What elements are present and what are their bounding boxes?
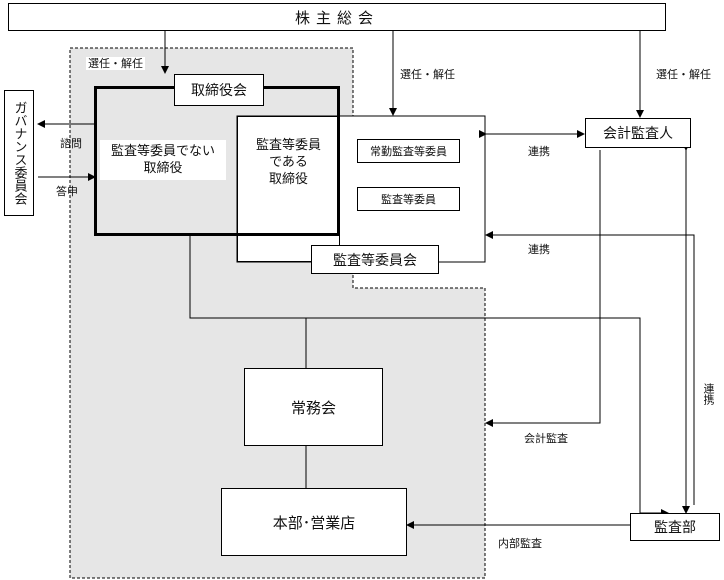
elect-dismiss-label-auditor: 選任・解任: [656, 68, 711, 81]
shareholders-meeting-box: 株主総会: [8, 3, 666, 31]
audit-directors-box: 監査等委員 である 取締役: [237, 116, 340, 262]
accounting-auditor-box: 会計監査人: [585, 118, 691, 148]
report-label: 答申: [56, 185, 78, 198]
elect-dismiss-label-board: 選任・解任: [86, 57, 145, 70]
governance-committee-box: ガバナンス委員会: [4, 90, 34, 216]
fulltime-audit-member-box: 常勤監査等委員: [357, 139, 460, 163]
audit-committee-box: 監査等委員会: [311, 245, 439, 274]
audit-department-box: 監査部: [630, 513, 720, 541]
accounting-auditor-label: 会計監査人: [603, 126, 673, 142]
non-audit-directors-label: 監査等委員でない 取締役: [110, 144, 215, 176]
governance-committee-label: ガバナンス委員会: [11, 101, 27, 205]
cooperation-label-3: 連携: [702, 383, 715, 405]
audit-department-label: 監査部: [654, 520, 696, 536]
internal-audit-label: 内部監査: [498, 537, 542, 550]
audit-committee-label: 監査等委員会: [333, 252, 417, 269]
audit-member-label: 監査等委員: [381, 193, 436, 206]
cooperation-label-2: 連携: [528, 243, 550, 256]
audit-member-box: 監査等委員: [357, 187, 460, 211]
cooperation-label-1: 連携: [528, 145, 550, 158]
hq-branches-box: 本部･営業店: [221, 488, 407, 556]
hq-branches-label: 本部･営業店: [272, 513, 356, 532]
accounting-audit-label: 会計監査: [524, 432, 568, 445]
audit-directors-label: 監査等委員 である 取締役: [255, 138, 321, 187]
managing-committee-label: 常務会: [290, 398, 336, 417]
shareholders-meeting-label: 株主総会: [294, 8, 379, 27]
managing-committee-box: 常務会: [244, 368, 383, 446]
board-label: 取締役会: [191, 83, 247, 99]
fulltime-audit-member-label: 常勤監査等委員: [370, 145, 447, 158]
elect-dismiss-label-audit: 選任・解任: [400, 68, 455, 81]
board-label-box: 取締役会: [174, 74, 264, 106]
non-audit-directors-box: 監査等委員でない 取締役: [100, 140, 226, 180]
inquiry-label: 諮問: [60, 137, 82, 150]
